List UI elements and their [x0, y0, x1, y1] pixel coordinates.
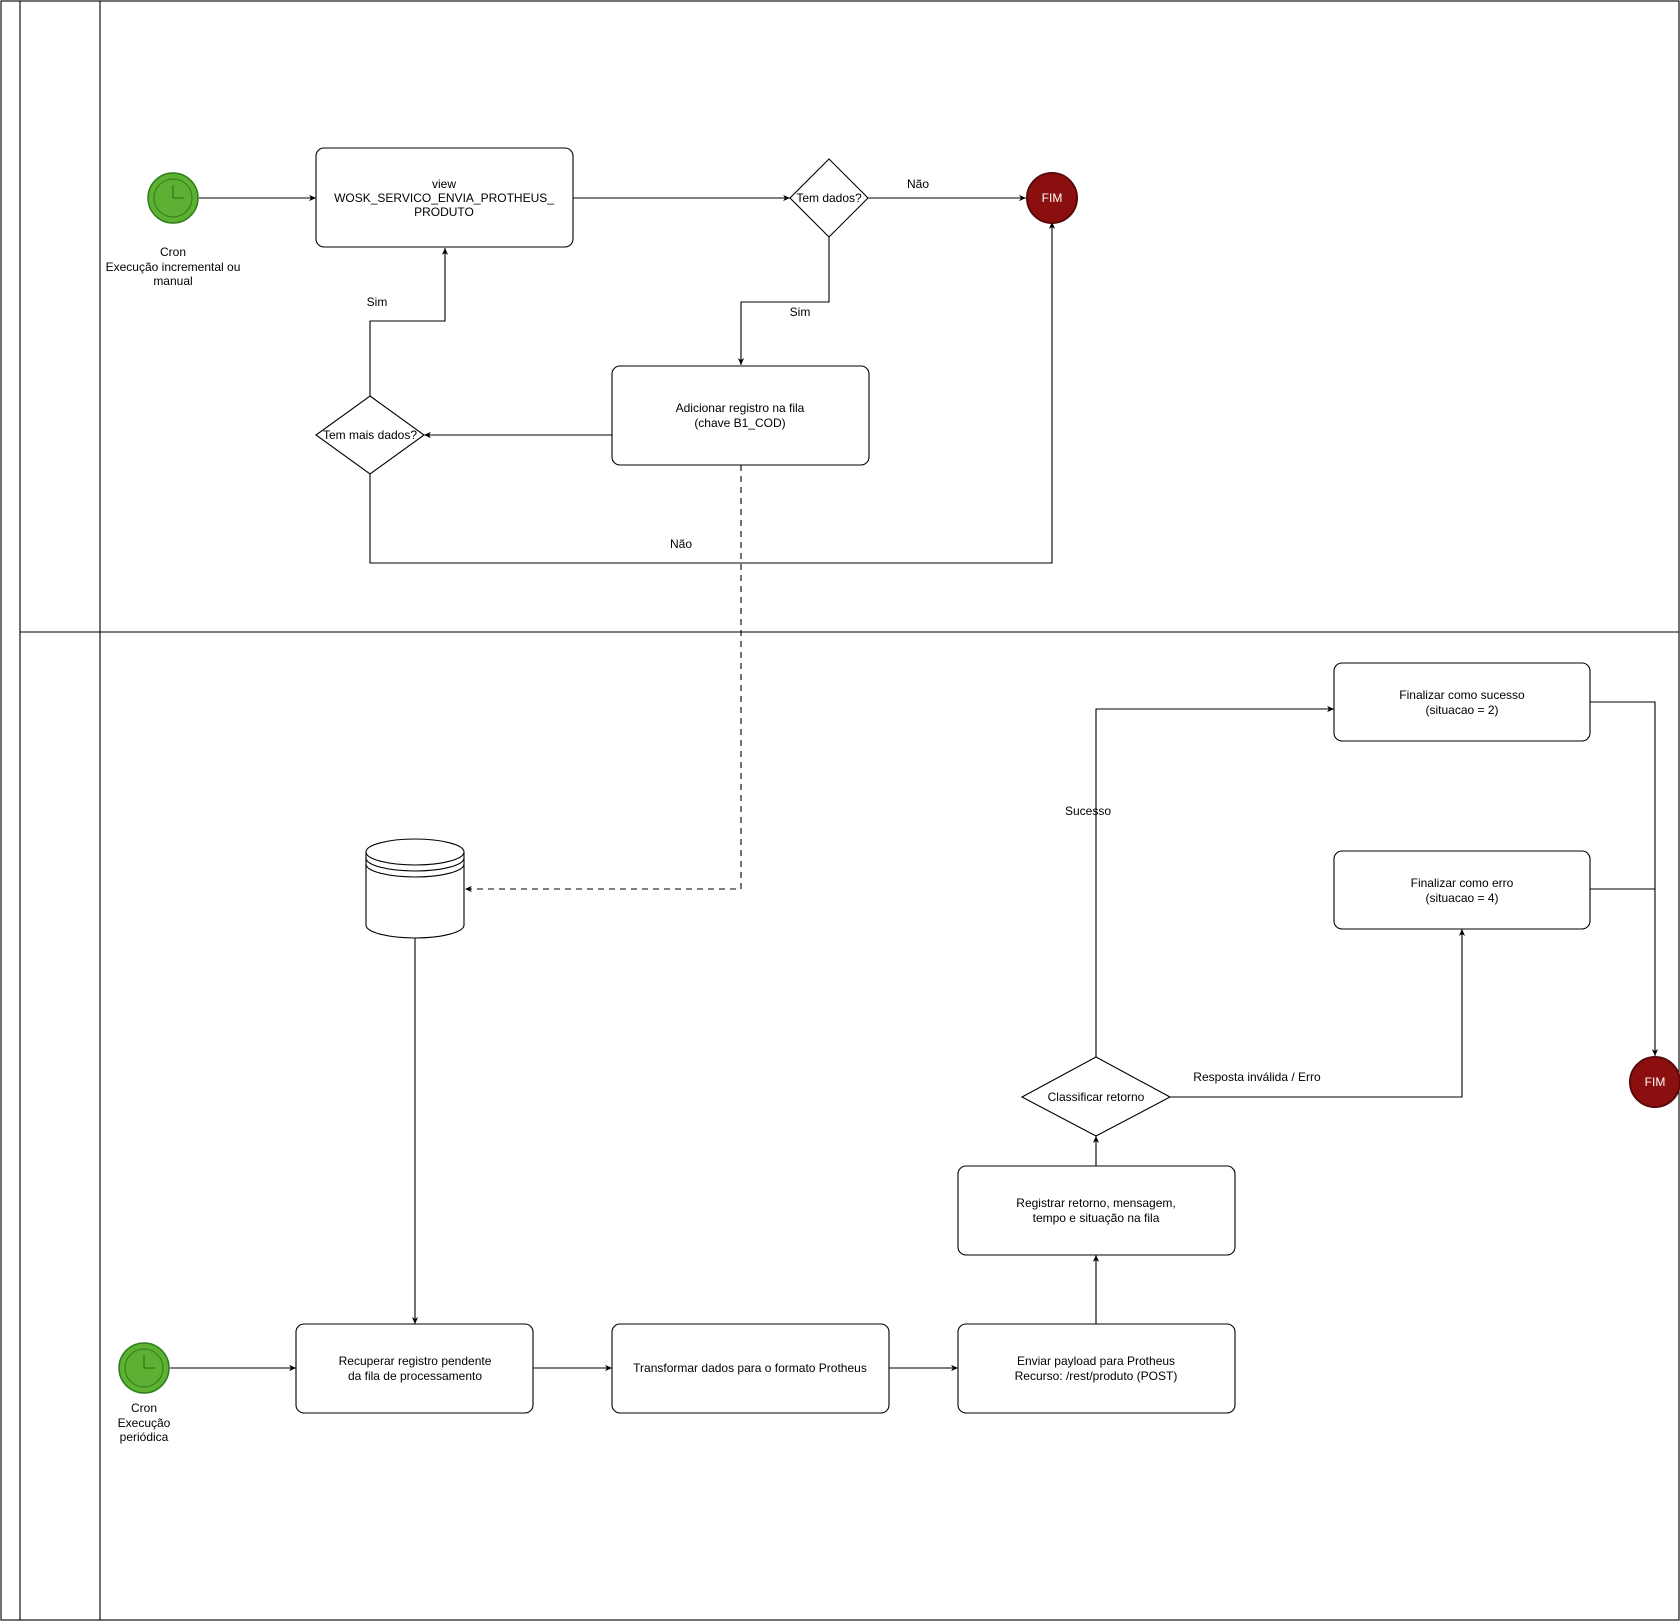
edge-label-sim-down: Sim: [790, 305, 811, 319]
task-view-line1: view: [432, 177, 456, 191]
start-event-lane1: Cron Execução incremental ou manual: [106, 172, 241, 288]
edge-decision-sim-to-add: [737, 237, 830, 365]
start-label-lane2-line1: Cron: [131, 1401, 157, 1415]
edge-classify-erro: [1170, 929, 1466, 1098]
gateway-mais-dados[interactable]: Tem mais dados?: [315, 395, 425, 475]
end-event-icon: [1026, 172, 1078, 224]
task-view-line3: PRODUTO: [414, 205, 474, 219]
task-success[interactable]: Finalizar como sucesso (situacao = 2): [1333, 662, 1591, 742]
task-send-line1: Enviar payload para Protheus: [1017, 1354, 1175, 1368]
gateway-tem-dados-label: Tem dados?: [796, 191, 862, 205]
task-view-line2: WOSK_SERVICO_ENVIA_PROTHEUS_: [334, 191, 554, 205]
lane2-edges: [170, 701, 1659, 1372]
task-send[interactable]: Enviar payload para Protheus Recurso: /r…: [957, 1323, 1236, 1414]
task-add-queue[interactable]: Adicionar registro na fila (chave B1_COD…: [611, 365, 870, 466]
start-label-lane2-line3: periódica: [120, 1430, 169, 1444]
edge-success-to-end: [1590, 701, 1659, 1056]
task-error-line2: (situacao = 4): [1425, 891, 1498, 905]
start-label-lane1-line2: Execução incremental ou: [106, 260, 241, 274]
edge-mais-nao-to-end: [369, 222, 1056, 564]
edge-label-nao-bottom: Não: [670, 537, 692, 551]
gateway-classify-label: Classificar retorno: [1048, 1090, 1145, 1104]
task-error-line1: Finalizar como erro: [1411, 876, 1514, 890]
edge-mais-sim-to-view: [369, 248, 449, 396]
end-event-icon: [1629, 1056, 1680, 1108]
task-add-queue-line1: Adicionar registro na fila: [676, 401, 805, 415]
task-send-line2: Recurso: /rest/produto (POST): [1015, 1369, 1178, 1383]
gateway-classify[interactable]: Classificar retorno: [1020, 1056, 1172, 1137]
task-recover-line2: da fila de processamento: [348, 1369, 482, 1383]
task-error[interactable]: Finalizar como erro (situacao = 4): [1333, 850, 1591, 930]
task-add-queue-line2: (chave B1_COD): [694, 416, 785, 430]
lane1-edges: [199, 194, 1056, 564]
end-label-lane1: FIM: [1042, 191, 1063, 205]
end-event-lane1: FIM: [1026, 172, 1078, 224]
task-register[interactable]: Registrar retorno, mensagem, tempo e sit…: [957, 1165, 1236, 1256]
task-success-line2: (situacao = 2): [1425, 703, 1498, 717]
edge-label-sucesso: Sucesso: [1065, 804, 1111, 818]
task-recover-line1: Recuperar registro pendente: [339, 1354, 492, 1368]
edge-label-sim-up: Sim: [367, 295, 388, 309]
task-success-line1: Finalizar como sucesso: [1399, 688, 1525, 702]
gateway-tem-dados[interactable]: Tem dados?: [789, 158, 869, 238]
task-transform[interactable]: Transformar dados para o formato Protheu…: [611, 1323, 890, 1414]
task-transform-line1: Transformar dados para o formato Protheu…: [633, 1361, 867, 1375]
task-register-line2: tempo e situação na fila: [1033, 1211, 1160, 1225]
data-store: [365, 838, 465, 939]
task-register-line1: Registrar retorno, mensagem,: [1016, 1196, 1175, 1210]
start-label-lane1-line3: manual: [153, 274, 192, 288]
start-label-lane1-line1: Cron: [160, 245, 186, 259]
start-event-lane2: Cron Execução periódica: [118, 1342, 171, 1444]
end-event-lane2: FIM: [1629, 1056, 1680, 1108]
task-view[interactable]: view WOSK_SERVICO_ENVIA_PROTHEUS_ PRODUT…: [315, 147, 574, 248]
end-label-lane2: FIM: [1645, 1075, 1666, 1089]
edge-label-erro: Resposta inválida / Erro: [1193, 1070, 1321, 1084]
edge-queue-to-store: [465, 465, 742, 893]
edge-label-nao-top: Não: [907, 177, 929, 191]
gateway-mais-dados-label: Tem mais dados?: [323, 428, 417, 442]
start-label-lane2-line2: Execução: [118, 1416, 171, 1430]
database-icon: [365, 838, 465, 939]
edge-classify-sucesso: [1095, 705, 1334, 1057]
task-recover[interactable]: Recuperar registro pendente da fila de p…: [295, 1323, 534, 1414]
